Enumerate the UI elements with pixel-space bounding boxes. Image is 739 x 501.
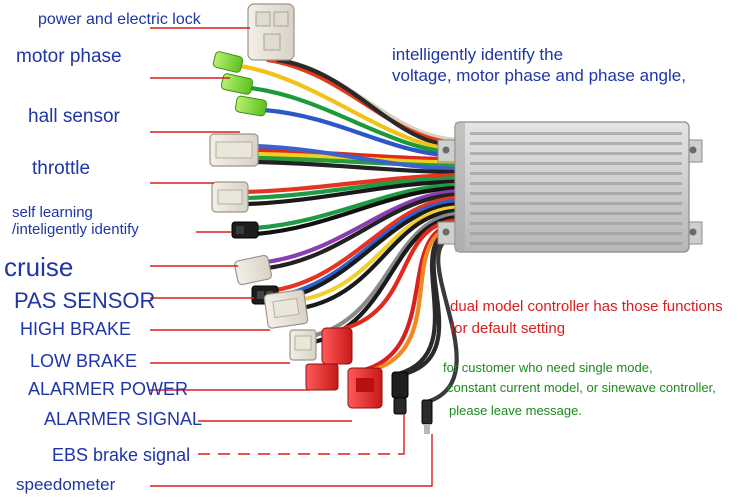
label-self-learning: self learning [12, 204, 93, 221]
motor-connector-2 [220, 73, 254, 95]
fin-groove [470, 132, 682, 135]
wire [261, 107, 465, 159]
heatsink-fins [470, 132, 682, 245]
alarmer-power-connector [305, 327, 353, 391]
label-pas-sensor: PAS SENSOR [14, 288, 156, 313]
note-single-line1: for customer who need single mode, [443, 360, 653, 375]
fin-groove [470, 142, 682, 145]
label-motor-phase: motor phase [16, 46, 122, 67]
fin-groove [470, 192, 682, 195]
fin-groove [470, 152, 682, 155]
wire [251, 155, 465, 168]
wire [265, 192, 465, 271]
cruise-connector [234, 254, 272, 286]
leader-ebs-drop [400, 414, 405, 455]
note-dual-line2: for default setting [450, 320, 566, 337]
note-identify-line1: intelligently identify the [392, 45, 564, 64]
label-inteligently-identify: /inteligently identify [12, 221, 139, 238]
wire [245, 179, 465, 207]
fin-groove [470, 222, 682, 225]
ebs-connector [391, 371, 409, 415]
wire [275, 198, 465, 299]
controller-box [437, 121, 703, 253]
wire [243, 173, 465, 195]
wire [253, 182, 465, 231]
wire [247, 85, 465, 155]
fin-groove [470, 212, 682, 215]
throttle-connector [211, 181, 249, 213]
fin-groove [470, 172, 682, 175]
wire [309, 211, 465, 339]
self-learning-connector [231, 221, 259, 239]
high-brake-connector [263, 289, 309, 329]
leader-speedo-drop [430, 434, 433, 487]
label-ebs-brake-signal: EBS brake signal [52, 445, 191, 465]
wire [247, 147, 465, 162]
alarmer-signal-connector [347, 367, 383, 409]
label-throttle: throttle [32, 158, 91, 179]
wire [275, 201, 465, 303]
wire [297, 205, 465, 303]
label-hall-sensor: hall sensor [28, 106, 120, 127]
motor-connector-1 [212, 51, 244, 73]
fin-groove [470, 162, 682, 165]
label-speedometer: speedometer [16, 475, 116, 494]
low-brake-connector [289, 329, 317, 361]
note-identify-line2: voltage, motor phase and phase angle, [392, 66, 686, 85]
fin-groove [470, 232, 682, 235]
label-alarmer-power: ALARMER POWER [28, 379, 189, 399]
wire [237, 63, 465, 152]
wire [253, 159, 465, 175]
label-low-brake: LOW BRAKE [30, 351, 138, 371]
wire [253, 143, 465, 171]
wire [275, 57, 465, 149]
note-dual-line1: dual model controller has those function… [450, 298, 723, 315]
hall-connector [209, 133, 259, 167]
fin-groove [470, 242, 682, 245]
note-single-line3: please leave message. [449, 403, 582, 418]
wire [253, 185, 465, 237]
wire [273, 195, 465, 293]
label-cruise: cruise [4, 252, 74, 282]
fin-groove [470, 202, 682, 205]
fin-groove [470, 182, 682, 185]
wire-bundle [237, 55, 465, 405]
label-power-electric-lock: power and electric lock [38, 11, 201, 28]
label-alarmer-signal: ALARMER SIGNAL [44, 409, 203, 429]
label-high-brake: HIGH BRAKE [20, 319, 132, 339]
leader-lines [150, 27, 433, 487]
wire [299, 208, 465, 311]
wire [245, 176, 465, 201]
power-connector [247, 3, 295, 61]
note-single-line2: constant current model, or sinewave cont… [447, 380, 716, 395]
speedometer-connector [421, 399, 433, 434]
wire [263, 189, 465, 265]
motor-connector-3 [234, 95, 268, 117]
